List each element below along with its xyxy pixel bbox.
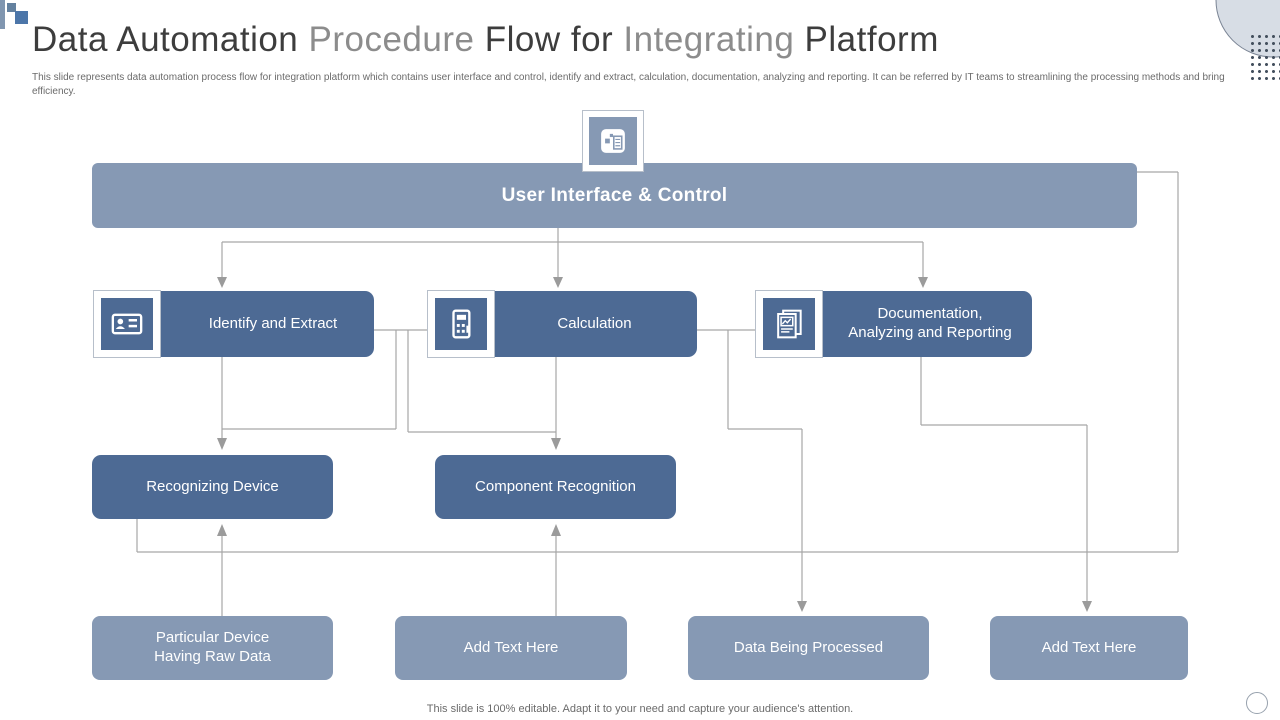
node-recognizing-device: Recognizing Device: [92, 455, 333, 519]
page-description: This slide represents data automation pr…: [32, 72, 1225, 97]
node-data-being-processed: Data Being Processed: [688, 616, 929, 680]
node-add-text-here-2: Add Text Here: [990, 616, 1188, 680]
node-calculation: Calculation: [462, 291, 697, 357]
node-label: Particular Device Having Raw Data: [154, 629, 271, 665]
document-report-icon: [777, 309, 802, 339]
node-label: Recognizing Device: [146, 477, 279, 495]
decor-square-small: [7, 3, 16, 12]
page-title: Data Automation Procedure Flow for Integ…: [32, 20, 1192, 60]
node-label: Calculation: [557, 314, 632, 332]
node-component-recognition: Component Recognition: [435, 455, 676, 519]
title-part: Platform: [804, 20, 939, 59]
node-particular-device-raw-data: Particular Device Having Raw Data: [92, 616, 333, 680]
node-user-interface-control: User Interface & Control: [92, 163, 1137, 228]
id-card-icon: [111, 313, 143, 335]
node-documentation-analyzing-reporting: Documentation, Analyzing and Reporting: [788, 291, 1032, 357]
footer-note: This slide is 100% editable. Adapt it to…: [426, 703, 854, 715]
node-label: User Interface & Control: [501, 184, 728, 206]
calculation-icon-tile: [427, 290, 495, 358]
identify-icon-tile: [93, 290, 161, 358]
title-part: Integrating: [623, 20, 805, 59]
arrowheads: [217, 277, 1092, 612]
documentation-icon-tile: [755, 290, 823, 358]
title-part: Procedure: [308, 20, 485, 59]
title-part: Flow for: [484, 20, 624, 59]
interface-device-icon: [601, 129, 625, 153]
node-identify-and-extract: Identify and Extract: [128, 291, 374, 357]
footer-circle-decoration: [1246, 692, 1268, 714]
node-label: Identify and Extract: [208, 314, 338, 332]
title-part: Data Automation: [32, 20, 309, 59]
node-label: Data Being Processed: [733, 638, 884, 656]
dot-grid-decoration: [1249, 33, 1280, 80]
node-label: Add Text Here: [463, 638, 559, 656]
calculator-icon: [452, 309, 471, 339]
node-add-text-here-1: Add Text Here: [395, 616, 627, 680]
ui-control-icon-tile: [582, 110, 644, 172]
node-label: Add Text Here: [1041, 638, 1137, 656]
node-label: Component Recognition: [475, 477, 636, 495]
left-accent-bar: [0, 0, 5, 29]
node-label: Documentation, Analyzing and Reporting: [848, 305, 1012, 341]
decor-square-large: [15, 11, 28, 24]
